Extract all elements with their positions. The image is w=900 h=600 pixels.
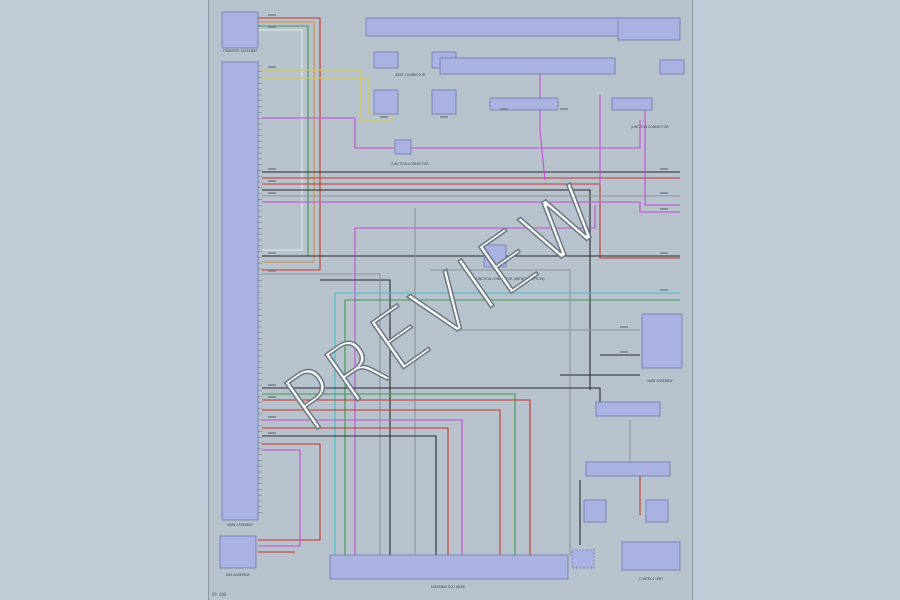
wire-black [262,189,591,390]
relay-mid-label: JUNCTION CONNECTOR (WITHOUT OPTION) [474,277,544,281]
wire-magenta [539,65,546,181]
bottom-bus-label: ASSEMBLY ECU (BCM) [431,585,466,589]
bottom-bus-connector [329,554,569,580]
wire-magenta [262,201,680,213]
relay-mid-bar [489,97,559,111]
connector-right-low [585,461,671,477]
wire-red [262,183,680,259]
bottom-right-label: CONTROL UNIT [639,577,663,581]
tiny-labels-layer [258,14,668,513]
connector-top-mid-label: JOINT CONNECTOR [394,73,426,77]
bottom-left-label: SUB ASSEMBLY [226,573,250,577]
wire-green [262,393,516,555]
page-code: HP 008 [212,592,227,597]
wire-magenta [258,449,301,547]
ecu-left-block [221,61,259,521]
relay-top-b [431,89,457,115]
wire-orange [258,21,315,263]
connector-top-mid-bar [439,57,616,75]
wire-red [262,427,449,555]
connector-top-left-text: JUNCTION CONNECTOR [390,162,429,166]
wire-red [258,17,321,271]
wire-red [262,409,501,555]
wire-magenta [644,110,680,206]
module-right [641,313,683,369]
connector-top-left [221,11,259,49]
wire-green [258,25,309,257]
wire-gray [262,273,381,555]
small-module-right [659,59,685,75]
connector-top-right-bar [611,97,653,111]
wire-black [262,435,437,555]
wire-magenta [262,419,463,555]
wire-red [262,399,531,555]
wire-black [320,279,391,555]
wire-gray [430,269,571,555]
connector-top-left-label: TRANSFER ASSEMBLY [222,49,257,53]
bottom-mid-right-module [571,549,595,569]
relay-top-a [373,89,399,115]
sub-right-a [583,499,607,523]
wire-white [258,29,303,251]
wire-magenta [262,117,641,149]
module-top-right [617,17,681,41]
connector-top-strip [365,17,625,37]
ecu-left-label: MAIN ASSEMBLY [227,523,253,527]
junction-mid-small [394,139,412,155]
connector-right-mid [595,401,661,417]
component-layer: TRANSFER ASSEMBLY MAIN ASSEMBLY JOINT CONN… [219,11,685,589]
connector-top-mid-a [373,51,399,69]
bottom-left-module [219,535,257,569]
wire-magenta [355,205,596,229]
module-right-label: MAIN ASSEMBLY [647,379,673,383]
bottom-right-module [621,541,681,571]
relay-mid [483,244,507,268]
connector-top-right-label: JUNCTION CONNECTOR [630,125,669,129]
sub-right-b [645,499,669,523]
wire-red [258,443,321,541]
wire-black [262,387,601,405]
wire-layer [258,17,680,555]
